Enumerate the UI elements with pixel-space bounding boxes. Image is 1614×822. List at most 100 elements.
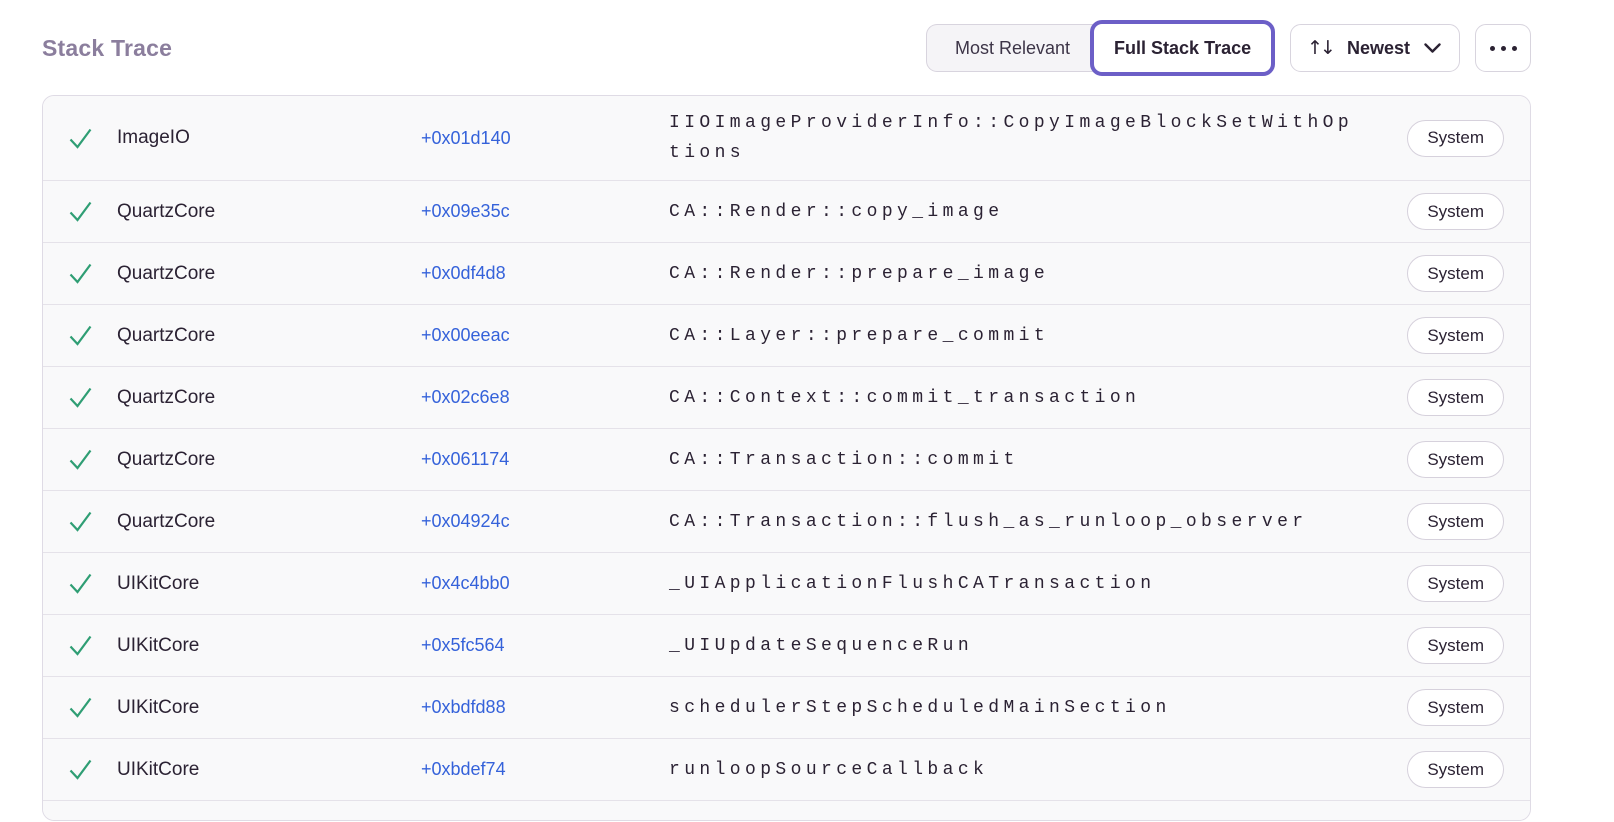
clipped-next-row xyxy=(43,800,1530,820)
badge-cell: System xyxy=(1359,565,1504,602)
function-name: IIOImageProviderInfo::CopyImageBlockSetW… xyxy=(669,113,1354,163)
badge-cell: System xyxy=(1359,317,1504,354)
address-link[interactable]: +0x5fc564 xyxy=(421,635,505,655)
address-link[interactable]: +0x04924c xyxy=(421,511,510,531)
address-link[interactable]: +0x00eeac xyxy=(421,325,510,345)
stack-frame-row[interactable]: UIKitCore +0xbdef74 runloopSourceCallback S… xyxy=(43,738,1530,800)
address-link[interactable]: +0x4c4bb0 xyxy=(421,573,510,593)
stack-frame-row[interactable]: ImageIO +0x01d140 IIOImageProviderInfo::Co… xyxy=(43,96,1530,180)
check-icon xyxy=(43,260,117,287)
sort-order-button[interactable]: ↑↓ Newest xyxy=(1290,24,1460,72)
function-name: runloopSourceCallback xyxy=(669,759,989,780)
check-icon xyxy=(43,508,117,535)
badge-cell: System xyxy=(1359,379,1504,416)
ellipsis-icon xyxy=(1489,45,1517,51)
address-cell: +0x0df4d8 xyxy=(421,263,669,284)
module-name: QuartzCore xyxy=(117,324,216,346)
function-name: _UIUpdateSequenceRun xyxy=(669,635,974,656)
system-badge: System xyxy=(1407,751,1504,788)
badge-cell: System xyxy=(1359,255,1504,292)
function-name: CA::Render::copy_image xyxy=(669,201,1004,222)
address-cell: +0x00eeac xyxy=(421,325,669,346)
function-name: CA::Context::commit_transaction xyxy=(669,387,1141,408)
module-name: UIKitCore xyxy=(117,572,200,594)
check-icon xyxy=(43,198,117,225)
system-badge: System xyxy=(1407,255,1504,292)
sort-order-label: Newest xyxy=(1346,37,1410,58)
check-icon xyxy=(43,570,117,597)
address-cell: +0x02c6e8 xyxy=(421,387,669,408)
module-name: UIKitCore xyxy=(117,758,200,780)
system-badge: System xyxy=(1407,379,1504,416)
address-cell: +0xbdfd88 xyxy=(421,697,669,718)
address-cell: +0x09e35c xyxy=(421,201,669,222)
stack-trace-header: Stack Trace Most Relevant Full Stack Tra… xyxy=(42,0,1531,95)
address-cell: +0x061174 xyxy=(421,449,669,470)
check-icon xyxy=(43,384,117,411)
stack-frame-row[interactable]: UIKitCore +0x4c4bb0 _UIApplicationFlushCAT… xyxy=(43,552,1530,614)
page-title: Stack Trace xyxy=(42,34,173,61)
check-icon xyxy=(43,756,117,783)
module-name: QuartzCore xyxy=(117,386,216,408)
address-link[interactable]: +0x09e35c xyxy=(421,201,510,221)
check-icon xyxy=(43,694,117,721)
stack-frame-row[interactable]: QuartzCore +0x00eeac CA::Layer::prepare_co… xyxy=(43,304,1530,366)
stack-frame-row[interactable]: QuartzCore +0x04924c CA::Transaction::flus… xyxy=(43,490,1530,552)
address-link[interactable]: +0x01d140 xyxy=(421,127,511,148)
module-name: QuartzCore xyxy=(117,510,216,532)
function-name: CA::Render::prepare_image xyxy=(669,263,1050,284)
system-badge: System xyxy=(1407,119,1504,157)
address-cell: +0x01d140 xyxy=(421,128,669,149)
address-link[interactable]: +0x0df4d8 xyxy=(421,263,506,283)
function-name: _UIApplicationFlushCATransaction xyxy=(669,573,1156,594)
check-icon xyxy=(43,446,117,473)
system-badge: System xyxy=(1407,565,1504,602)
address-cell: +0x04924c xyxy=(421,511,669,532)
module-name: QuartzCore xyxy=(117,448,216,470)
system-badge: System xyxy=(1407,441,1504,478)
stack-frame-row[interactable]: QuartzCore +0x061174 CA::Transaction::comm… xyxy=(43,428,1530,490)
module-name: ImageIO xyxy=(117,127,190,148)
stack-frame-row[interactable]: UIKitCore +0x5fc564 _UIUpdateSequenceRun Sy… xyxy=(43,614,1530,676)
stack-frame-row[interactable]: QuartzCore +0x0df4d8 CA::Render::prepare_i… xyxy=(43,242,1530,304)
address-link[interactable]: +0x061174 xyxy=(421,449,510,469)
badge-cell: System xyxy=(1359,193,1504,230)
system-badge: System xyxy=(1407,689,1504,726)
badge-cell: System xyxy=(1359,503,1504,540)
badge-cell: System xyxy=(1359,751,1504,788)
address-link[interactable]: +0xbdef74 xyxy=(421,759,506,779)
module-name: UIKitCore xyxy=(117,696,200,718)
chevron-down-icon xyxy=(1424,42,1441,53)
toggle-full-stack-trace[interactable]: Full Stack Trace xyxy=(1090,20,1276,76)
badge-cell: System xyxy=(1359,441,1504,478)
check-icon xyxy=(43,322,117,349)
module-name: UIKitCore xyxy=(117,634,200,656)
check-icon xyxy=(43,632,117,659)
function-name: CA::Layer::prepare_commit xyxy=(669,325,1050,346)
address-link[interactable]: +0xbdfd88 xyxy=(421,697,506,717)
header-controls: Most Relevant Full Stack Trace ↑↓ Newest xyxy=(925,20,1531,76)
stack-trace-view-toggle: Most Relevant Full Stack Trace xyxy=(925,20,1276,76)
module-name: QuartzCore xyxy=(117,200,216,222)
system-badge: System xyxy=(1407,317,1504,354)
address-cell: +0x5fc564 xyxy=(421,635,669,656)
stack-trace-section: Stack Trace Most Relevant Full Stack Tra… xyxy=(42,0,1531,821)
module-name: QuartzCore xyxy=(117,262,216,284)
address-link[interactable]: +0x02c6e8 xyxy=(421,387,510,407)
badge-cell: System xyxy=(1359,627,1504,664)
badge-cell: System xyxy=(1359,119,1504,157)
system-badge: System xyxy=(1407,503,1504,540)
function-name: CA::Transaction::flush_as_runloop_observ… xyxy=(669,511,1308,532)
function-name: CA::Transaction::commit xyxy=(669,449,1019,470)
overflow-menu-button[interactable] xyxy=(1475,24,1531,72)
address-cell: +0x4c4bb0 xyxy=(421,573,669,594)
toggle-most-relevant[interactable]: Most Relevant xyxy=(925,24,1097,72)
stack-frame-row[interactable]: QuartzCore +0x09e35c CA::Render::copy_imag… xyxy=(43,180,1530,242)
system-badge: System xyxy=(1407,627,1504,664)
stack-frame-row[interactable]: QuartzCore +0x02c6e8 CA::Context::commit_t… xyxy=(43,366,1530,428)
check-icon xyxy=(43,125,117,152)
sort-arrows-icon: ↑↓ xyxy=(1307,37,1336,59)
system-badge: System xyxy=(1407,193,1504,230)
address-cell: +0xbdef74 xyxy=(421,759,669,780)
